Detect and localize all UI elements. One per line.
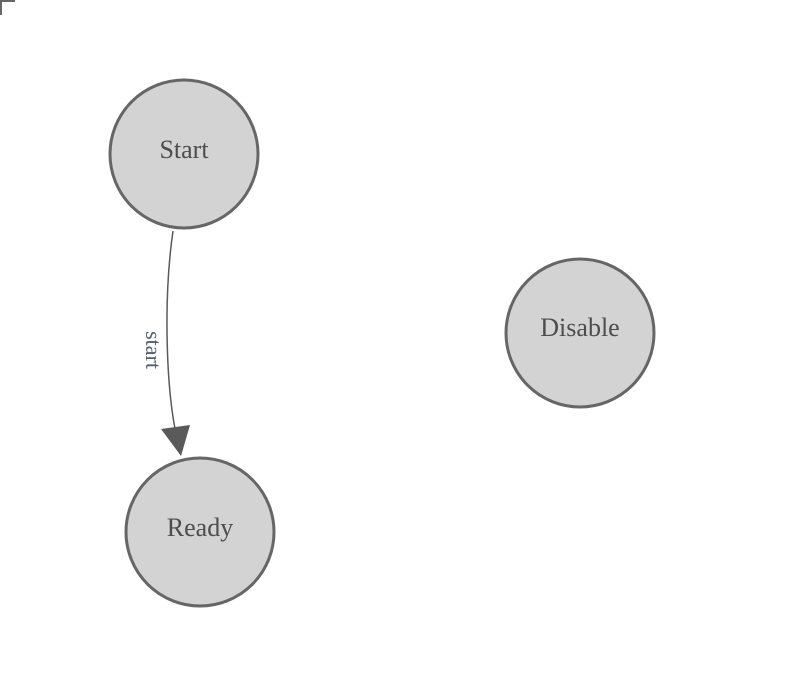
edge-path — [166, 230, 179, 443]
edge-label: start — [141, 331, 166, 369]
node-ready-circle — [124, 456, 276, 608]
node-disable[interactable]: Disable — [504, 257, 656, 409]
node-ready-label: Ready — [167, 513, 233, 542]
edge-arrowhead-icon — [161, 425, 190, 456]
node-disable-circle — [504, 257, 656, 409]
edge-start-to-ready[interactable]: start — [141, 230, 190, 456]
node-start-circle — [108, 78, 260, 230]
canvas-corner-mark — [0, 0, 15, 15]
node-start-label: Start — [159, 135, 209, 164]
node-disable-label: Disable — [540, 313, 619, 342]
node-start[interactable]: Start — [108, 78, 260, 230]
node-ready[interactable]: Ready — [124, 456, 276, 608]
